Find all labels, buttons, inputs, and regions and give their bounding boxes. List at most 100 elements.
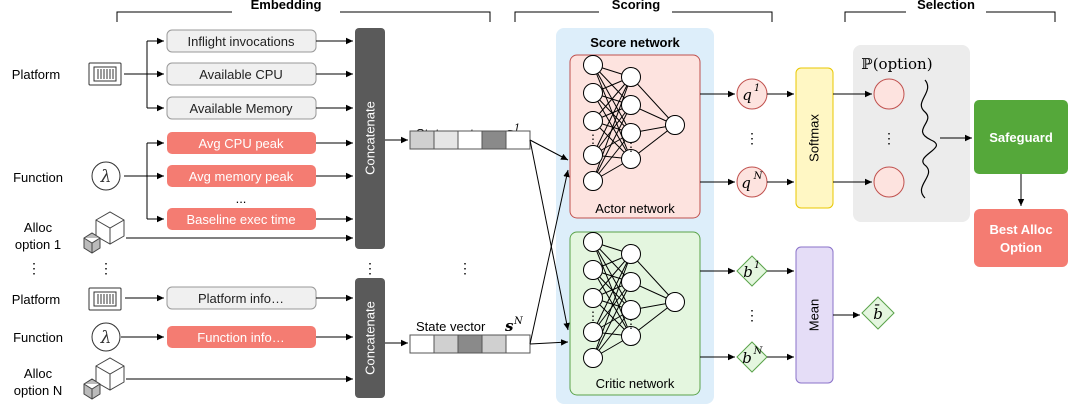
- section-scoring-label: Scoring: [612, 0, 660, 12]
- input-function-n-label: Function: [13, 330, 63, 345]
- input-arrows: [121, 37, 353, 383]
- q-dots: ⋮: [745, 130, 759, 146]
- feature-box-cpu: Available CPU: [166, 62, 317, 86]
- input-dots-left: ⋮: [27, 260, 41, 276]
- feature-box-avg-cpu: Avg CPU peak: [167, 132, 316, 154]
- qN-symbol: q: [741, 174, 751, 192]
- nn-edge: [592, 76, 632, 182]
- input-allocN-label-line2: option N: [14, 383, 62, 398]
- best-alloc-label-line1: Best Alloc: [989, 222, 1052, 237]
- feature-cpu-label: Available CPU: [199, 67, 283, 82]
- to-softmax-mean-arrows: [767, 90, 794, 361]
- nn-edge: [592, 76, 632, 156]
- bbar-symbol: b̄: [873, 305, 883, 323]
- nn-node: [621, 272, 641, 292]
- output-arrows: [700, 90, 735, 361]
- section-scoring: Scoring: [514, 0, 773, 22]
- concatenate-label-1: Concatenate: [363, 101, 378, 175]
- nn-node: [621, 300, 641, 320]
- nn-node: [583, 171, 603, 191]
- feature-to-concat-arrows: [316, 37, 353, 341]
- q1-symbol: q: [742, 86, 752, 104]
- nn-edge: [592, 132, 632, 182]
- feature-box-inflight: Inflight invocations: [166, 29, 317, 53]
- mean-box: Mean: [795, 246, 834, 384]
- probability-arrows: [833, 90, 872, 186]
- nn-node: [621, 123, 641, 143]
- bN-symbol: b: [742, 349, 752, 367]
- feature-memory-label: Available Memory: [189, 101, 293, 116]
- section-selection: Selection: [844, 0, 1056, 22]
- nn-node: [621, 244, 641, 264]
- chip-icon: [88, 62, 122, 86]
- output-bbar: b̄: [861, 296, 895, 330]
- lambda-icon-n: λ: [91, 322, 121, 352]
- feature-box-platform-info: Platform info…: [166, 286, 317, 310]
- nn-edge: [592, 281, 632, 359]
- state-vector-n-label: State vector s N: [416, 316, 524, 335]
- feature-avg-mem-label: Avg memory peak: [189, 169, 294, 184]
- feature-box-avg-mem: Avg memory peak: [167, 165, 316, 187]
- nn-edge: [592, 253, 632, 333]
- concatenate-label-n: Concatenate: [363, 301, 378, 375]
- state-vector-1-superscript: 1: [514, 123, 520, 134]
- nn-dots: ⋮: [625, 317, 637, 331]
- state-to-network-arrows: [529, 139, 570, 346]
- score-network-title: Score network: [590, 35, 680, 50]
- nn-node: [583, 322, 603, 342]
- svg-text:λ: λ: [100, 328, 112, 348]
- lambda-icon: λ: [91, 161, 121, 191]
- qN-superscript: N: [753, 171, 764, 182]
- prob-node-n: [873, 166, 905, 198]
- q1-superscript: 1: [754, 83, 760, 94]
- nn-node: [583, 232, 603, 252]
- output-qN: q N: [736, 166, 768, 198]
- input-dots-icons: ⋮: [99, 260, 113, 276]
- chip-icon-n: [88, 287, 122, 311]
- input-platform-label: Platform: [12, 67, 60, 82]
- nn-edge: [592, 64, 632, 160]
- input-platform-n-label: Platform: [12, 292, 60, 307]
- nn-edge: [592, 309, 632, 359]
- softmax-box: Softmax: [795, 67, 834, 209]
- nn-node: [621, 326, 641, 346]
- output-q1: q 1: [736, 78, 768, 110]
- feature-box-baseline: Baseline exec time: [167, 208, 316, 230]
- critic-network-nodes: ⋮⋮: [583, 232, 685, 368]
- section-selection-label: Selection: [917, 0, 975, 12]
- nn-edge: [630, 76, 676, 126]
- bN-superscript: N: [753, 346, 764, 357]
- section-embedding-label: Embedding: [251, 0, 322, 12]
- cube-icon-n: [83, 357, 125, 400]
- concatenate-bar-n: Concatenate: [355, 278, 385, 398]
- nn-edge: [592, 241, 632, 337]
- nn-node: [583, 260, 603, 280]
- nn-node: [583, 55, 603, 75]
- feature-function-info-label: Function info…: [197, 330, 284, 345]
- input-allocN-label-line1: Alloc: [24, 366, 53, 381]
- distribution-curve: [920, 79, 938, 199]
- output-bN: b N: [736, 341, 768, 373]
- nn-node: [621, 67, 641, 87]
- nn-edge: [592, 253, 632, 359]
- state-vector-n-superscript: N: [513, 316, 524, 327]
- nn-node: [583, 111, 603, 131]
- best-alloc-box: Best Alloc Option: [974, 209, 1068, 267]
- input-alloc1-label-line1: Alloc: [24, 220, 53, 235]
- input-function-label: Function: [13, 170, 63, 185]
- nn-dots: ⋮: [587, 309, 599, 323]
- best-alloc-label-line2: Option: [1000, 240, 1042, 255]
- input-alloc1-label-line2: option 1: [15, 237, 61, 252]
- feature-ellipsis: ...: [236, 191, 247, 206]
- state-vector-n-symbol: s: [505, 317, 514, 335]
- mean-label: Mean: [807, 299, 822, 332]
- svg-text:λ: λ: [100, 167, 112, 187]
- state-vector-1: [409, 130, 531, 150]
- section-embedding: Embedding: [116, 0, 491, 22]
- cube-icon: [83, 211, 125, 254]
- state-vector-n-text: State vector: [416, 319, 486, 334]
- probability-label: ℙ(option): [861, 55, 932, 73]
- concat-dots: ⋮: [363, 260, 377, 276]
- output-b1: b 1: [736, 255, 768, 287]
